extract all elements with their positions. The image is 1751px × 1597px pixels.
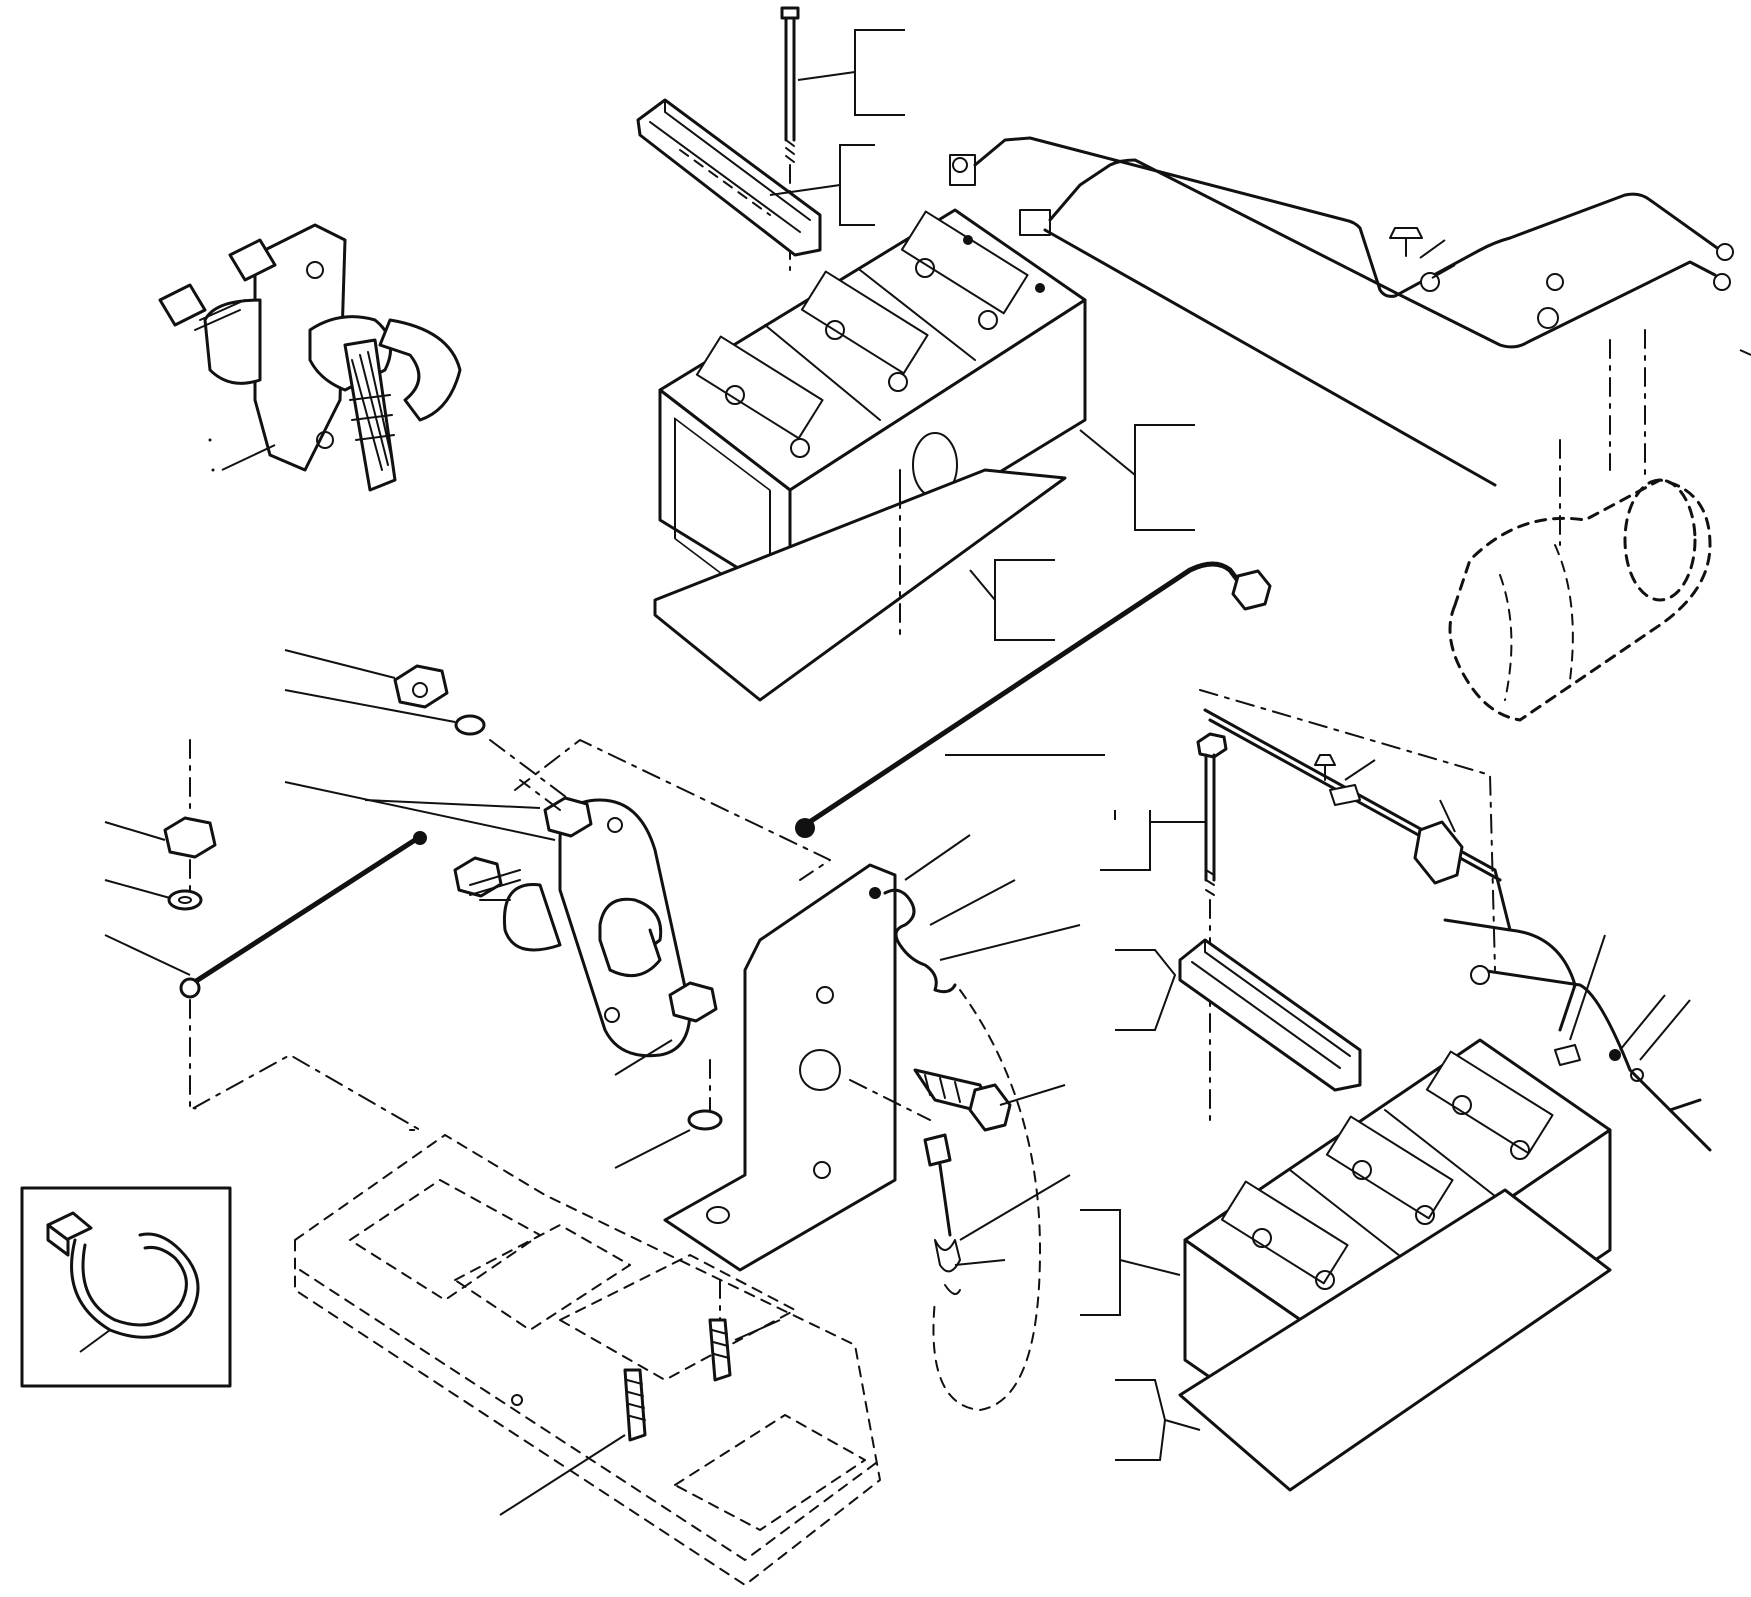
- battery-tray: [294, 1134, 881, 1586]
- lower-battery-cable: [1199, 689, 1712, 1152]
- ground-strap: [179, 831, 427, 1131]
- tray-studs: [623, 1318, 732, 1442]
- cable-tie-inset: [20, 1186, 232, 1388]
- upper-hold-down-rod: [780, 6, 800, 271]
- scan-specks: [193, 438, 215, 1110]
- disconnect-switch-detail: [158, 223, 462, 492]
- callout-leaders: [79, 29, 1751, 1516]
- starter-cables: [973, 136, 1734, 487]
- terminal-hardware-upper-right: [1389, 227, 1564, 329]
- lower-angle-bracket: [1178, 938, 1362, 1092]
- starter-motor: [1448, 329, 1712, 722]
- positive-cable: [795, 561, 1272, 838]
- battery-upper-terminals: [949, 154, 1051, 293]
- key-chain: [869, 887, 1041, 1411]
- disconnect-switch: [453, 739, 831, 1131]
- upper-angle-bracket: [636, 98, 822, 257]
- battery-upper: [653, 208, 1087, 702]
- switch-nut-washer: [393, 664, 571, 801]
- battery-lower: [1178, 1038, 1612, 1492]
- left-nut-stack: [163, 739, 217, 911]
- lower-hold-down-rod: [1196, 732, 1228, 1121]
- bracket-hardware: [913, 1068, 1012, 1295]
